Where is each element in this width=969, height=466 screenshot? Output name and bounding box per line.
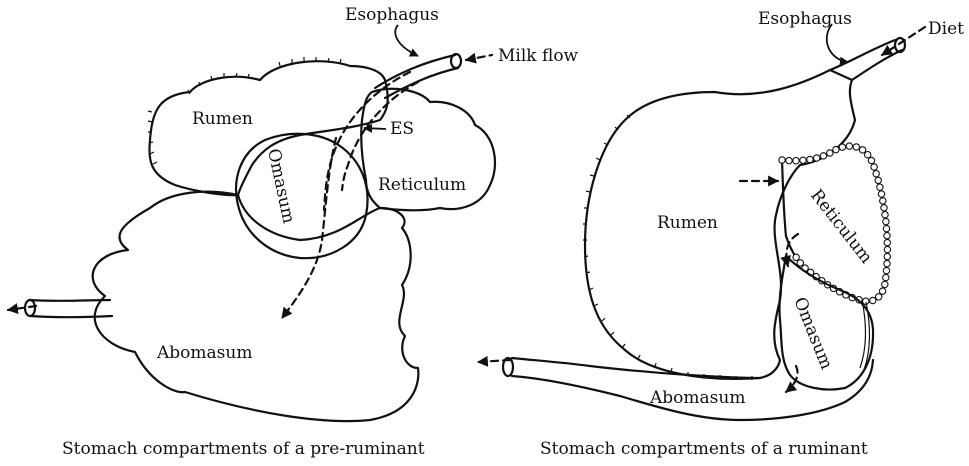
ruminant-abomasum-label: Abomasum (649, 388, 745, 408)
ruminant-rumen-label: Rumen (657, 213, 718, 233)
reticulum-bead (865, 152, 871, 158)
ruminant-omasum-outline (779, 256, 873, 389)
reticulum-bead (839, 144, 845, 150)
reticulum-bead (859, 147, 865, 153)
pre-ruminant-pylorus-opening (25, 300, 35, 316)
pre-ruminant-milk-flow-path (282, 138, 336, 318)
reticulum-bead (873, 171, 879, 177)
reticulum-bead (884, 239, 890, 245)
reticulum-bead (879, 288, 885, 294)
pre-ruminant-es-pointer (364, 128, 386, 129)
pre-ruminant-abomasum-label: Abomasum (156, 343, 252, 363)
reticulum-bead (882, 212, 888, 218)
reticulum-bead (884, 260, 890, 266)
ruminant-caption: Stomach compartments of a ruminant (540, 439, 868, 459)
ruminant-reticulum-label: Reticulum (806, 186, 876, 268)
reticulum-bead (883, 274, 889, 280)
ruminant-diagram: Esophagus Diet Rumen Reticulum Omasum Ab… (478, 9, 964, 459)
pre-ruminant-reticulum-label: Reticulum (378, 175, 466, 195)
reticulum-bead (882, 281, 888, 287)
pre-ruminant-caption: Stomach compartments of a pre-ruminant (62, 439, 425, 459)
reticulum-bead (884, 253, 890, 259)
reticulum-bead (779, 157, 785, 163)
reticulum-bead (884, 232, 890, 238)
pre-ruminant-esophagus-pointer (395, 25, 418, 56)
reticulum-bead (883, 225, 889, 231)
reticulum-bead (883, 267, 889, 273)
reticulum-bead (853, 144, 859, 150)
reticulum-bead (814, 155, 820, 161)
ruminant-esophagus-pointer (827, 24, 848, 62)
ruminant-rumen-hatching (583, 115, 752, 380)
ruminant-esophagus-label: Esophagus (758, 9, 852, 29)
pre-ruminant-omasum-label: Omasum (263, 147, 298, 225)
reticulum-bead (881, 205, 887, 211)
reticulum-bead (786, 157, 792, 163)
reticulum-bead (877, 184, 883, 190)
ruminant-diet-label: Diet (928, 19, 964, 39)
reticulum-bead (884, 246, 890, 252)
reticulum-bead (797, 260, 803, 266)
pre-ruminant-diagram: Esophagus Milk flow Rumen ES Reticulum O… (8, 5, 579, 459)
reticulum-bead (807, 156, 813, 162)
reticulum-bead (800, 157, 806, 163)
ruminant-omasum-label: Omasum (789, 294, 836, 372)
pre-ruminant-es-label: ES (390, 119, 414, 139)
reticulum-bead (870, 297, 876, 303)
pre-ruminant-abomasum-outline (93, 192, 419, 421)
pre-ruminant-milk-flow-inlet (466, 55, 492, 60)
pre-ruminant-esophagus-label: Esophagus (345, 5, 439, 25)
pre-ruminant-milk-flow-label: Milk flow (498, 46, 579, 66)
reticulum-bead (793, 254, 799, 260)
reticulum-bead (871, 164, 877, 170)
reticulum-bead (883, 218, 889, 224)
reticulum-bead (876, 294, 882, 300)
pre-ruminant-esophagus-opening (451, 54, 461, 68)
reticulum-bead (833, 146, 839, 152)
reticulum-bead (868, 157, 874, 163)
ruminant-exit-arrow (478, 360, 510, 362)
reticulum-bead (846, 143, 852, 149)
reticulum-bead (793, 158, 799, 164)
pre-ruminant-exit-arrow (8, 306, 36, 310)
reticulum-bead (827, 150, 833, 156)
reticulum-bead (878, 191, 884, 197)
reticulum-bead (875, 177, 881, 183)
pre-ruminant-rumen-label: Rumen (192, 109, 253, 129)
reticulum-bead (880, 198, 886, 204)
reticulum-bead (820, 153, 826, 159)
